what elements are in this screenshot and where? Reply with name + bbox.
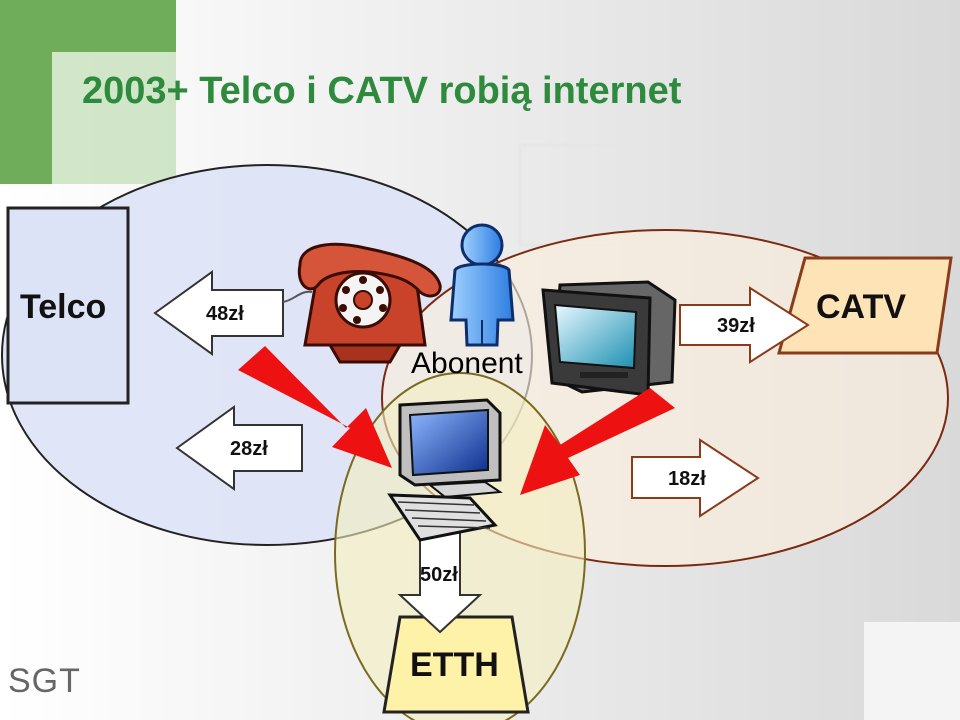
decor-block	[864, 622, 960, 720]
price-catv-tv: 39zł	[717, 315, 755, 337]
tv-icon	[541, 280, 677, 397]
arrow-18zl	[631, 438, 760, 518]
sgt-logo: SGT	[8, 662, 81, 700]
phone-cord	[282, 290, 313, 303]
price-etth-internet: 50zł	[420, 564, 458, 586]
arrow-48zl	[153, 270, 284, 356]
etth-label: ETTH	[410, 646, 499, 684]
etth-box	[382, 615, 530, 714]
red-arrow-left	[238, 346, 392, 468]
catv-label: CATV	[816, 288, 907, 326]
telco-box	[6, 206, 130, 405]
arrow-39zl	[679, 286, 810, 364]
green-corner-block	[0, 0, 176, 52]
telco-label: Telco	[20, 288, 107, 326]
telephone-icon	[297, 242, 442, 364]
person-icon	[449, 223, 515, 347]
light-green-block	[52, 52, 176, 184]
arrow-28zl	[175, 405, 303, 491]
arrow-50zl	[397, 531, 483, 634]
price-telco-phone: 48zł	[206, 303, 244, 325]
abonent-label: Abonent	[411, 347, 523, 380]
green-left-bar	[0, 52, 52, 184]
computer-icon	[387, 398, 503, 542]
price-catv-internet: 18zł	[668, 468, 706, 490]
red-arrow-right	[520, 388, 675, 495]
slide-title: 2003+ Telco i CATV robią internet	[82, 70, 682, 112]
price-telco-internet: 28zł	[230, 438, 268, 460]
